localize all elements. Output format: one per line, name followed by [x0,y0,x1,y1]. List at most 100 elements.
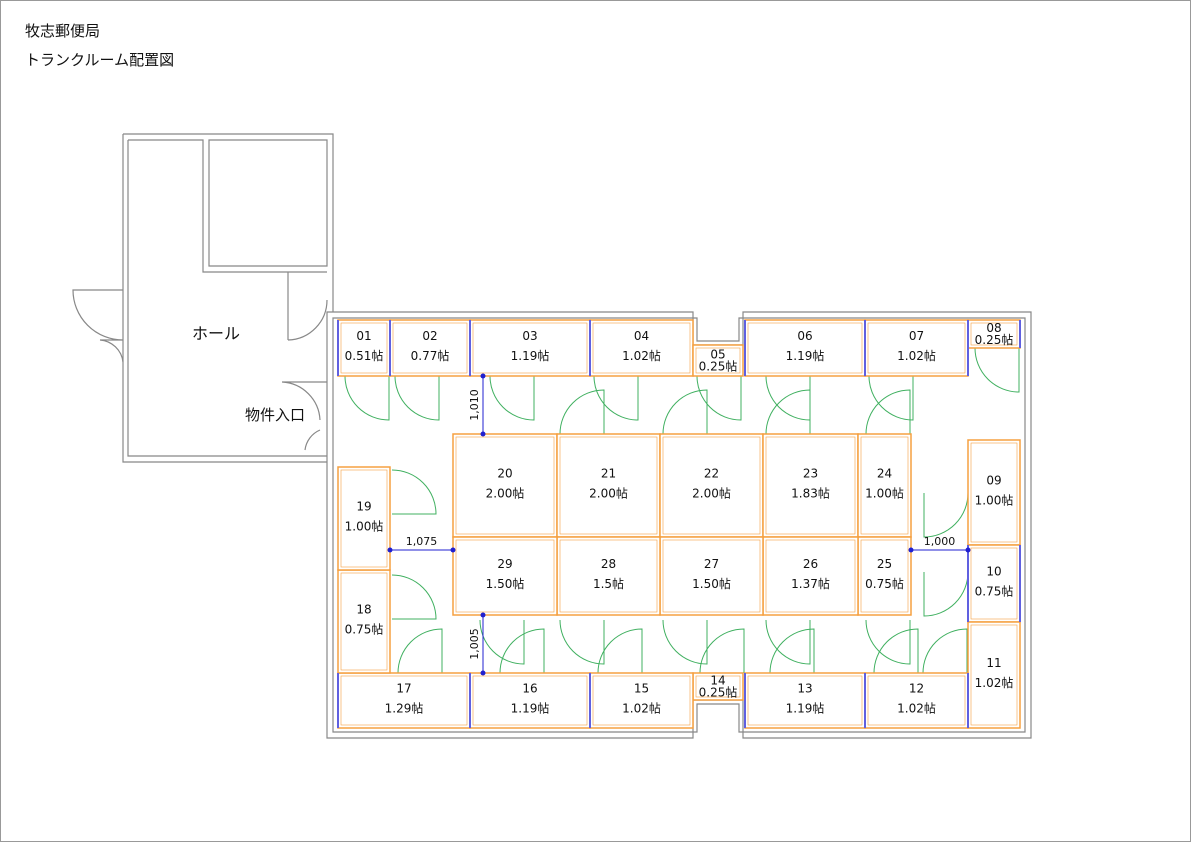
storage-room-13[interactable]: 131.19帖 [744,672,866,729]
storage-room-01[interactable]: 010.51帖 [337,319,391,377]
door-swing-icon [699,628,745,674]
room-number: 04 [634,329,649,343]
room-number: 02 [422,329,437,343]
room-area: 1.19帖 [786,701,825,716]
room-inner-outline [392,322,468,374]
room-outline [857,433,912,538]
storage-room-17[interactable]: 171.29帖 [337,672,471,729]
door-swing-icon [974,347,1020,393]
storage-room-09[interactable]: 091.00帖 [967,439,1021,546]
room-number: 08 [986,321,1001,335]
room-number: 01 [356,329,371,343]
room-inner-outline [662,539,761,613]
room-inner-outline [559,436,658,535]
storage-room-15[interactable]: 151.02帖 [589,672,694,729]
door-swing-icon [559,389,605,435]
storage-room-06[interactable]: 061.19帖 [744,319,866,377]
hall-walls [72,133,334,463]
storage-room-19[interactable]: 19 1.00帖 [337,466,391,571]
dimension-label: 1,010 [468,389,481,421]
room-number: 15 [634,682,649,696]
storage-room-14[interactable]: 140.25帖 [692,672,744,701]
plan-subtitle: トランクルーム配置図 [25,51,175,69]
storage-room-10[interactable]: 100.75帖 [967,544,1021,623]
dimension-endpoint [480,612,486,618]
room-area: 1.5帖 [593,576,624,591]
room-inner-outline [559,539,658,613]
room-inner-outline [970,442,1018,543]
room-area: 1.29帖 [385,701,424,716]
dimension-label: 1,000 [924,535,956,548]
room-inner-outline [340,322,388,374]
door-swing-icon [765,619,811,665]
room-outline [452,536,558,616]
storage-room-22[interactable]: 222.00帖 [659,433,764,538]
storage-room-05[interactable]: 050.25帖 [692,344,744,377]
storage-room-26[interactable]: 261.37帖 [762,536,859,616]
storage-room-08[interactable]: 080.25帖 [967,319,1021,349]
dimension-endpoint [450,547,456,553]
room-area: 1.02帖 [897,348,936,363]
storage-room-23[interactable]: 231.83帖 [762,433,859,538]
room-number: 07 [909,329,924,343]
storage-room-11[interactable]: 111.02帖 [967,621,1021,729]
room-area: 1.37帖 [791,576,830,591]
room-area: 1.19帖 [511,701,550,716]
room-inner-outline [340,469,388,568]
hall-label: ホール [192,324,240,343]
door-swing-icon [499,628,545,674]
door-swing-icon [344,375,390,421]
room-outline [762,536,859,616]
room-number: 16 [522,682,537,696]
room-number: 28 [601,557,616,571]
storage-room-21[interactable]: 212.00帖 [556,433,661,538]
room-outline [692,672,744,701]
storage-room-07[interactable]: 07 1.02帖 [864,319,969,377]
room-outline [452,433,558,538]
storage-room-04[interactable]: 041.02帖 [589,319,694,377]
storage-room-25[interactable]: 250.75帖 [857,536,912,616]
dimension-endpoint [480,431,486,437]
door-swing-icon [394,375,440,421]
room-inner-outline [765,539,856,613]
storage-room-29[interactable]: 291.50帖 [452,536,558,616]
room-number: 09 [986,474,1001,488]
room-inner-outline [472,322,588,374]
storage-room-16[interactable]: 16 1.19帖 [469,672,591,729]
room-area: 1.00帖 [345,519,384,534]
room-outline [967,544,1021,623]
room-area: 1.83帖 [791,486,830,501]
room-outline [337,466,391,571]
storage-room-12[interactable]: 121.02帖 [864,672,969,729]
room-number: 19 [356,500,371,514]
storage-room-03[interactable]: 031.19帖 [469,319,591,377]
door-swing-icon [391,469,437,515]
room-number: 06 [797,329,812,343]
room-outline [864,319,969,377]
room-inner-outline [867,322,966,374]
door-swing-icon [489,375,535,421]
room-area: 0.25帖 [975,332,1014,347]
storage-room-24[interactable]: 241.00帖 [857,433,912,538]
room-outline [864,672,969,729]
room-inner-outline [340,675,468,726]
room-area: 0.77帖 [411,348,450,363]
room-inner-outline [970,322,1018,346]
door-swing-icon [593,375,639,421]
room-inner-outline [867,675,966,726]
room-inner-outline [340,572,388,671]
dimension-endpoint [480,670,486,676]
storage-room-20[interactable]: 202.00帖 [452,433,558,538]
storage-room-27[interactable]: 271.50帖 [659,536,764,616]
door-swing-icon [397,628,443,674]
storage-room-28[interactable]: 28 1.5帖 [556,536,661,616]
room-inner-outline [662,436,761,535]
room-area: 1.02帖 [897,701,936,716]
room-area: 0.25帖 [699,359,738,374]
storage-room-02[interactable]: 02 0.77帖 [389,319,471,377]
room-number: 03 [522,329,537,343]
storage-room-18[interactable]: 180.75帖 [337,569,391,674]
room-inner-outline [592,322,691,374]
